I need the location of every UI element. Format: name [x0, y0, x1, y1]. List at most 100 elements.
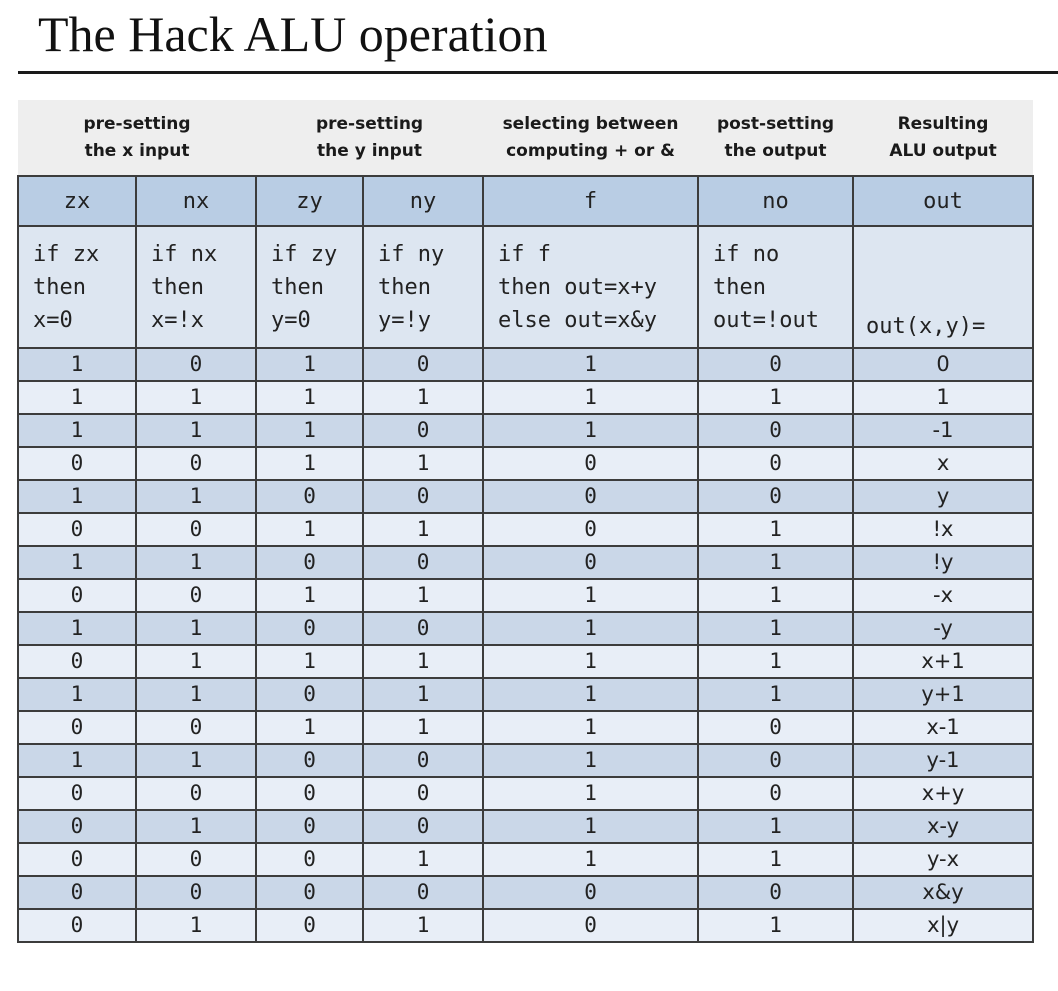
- cell-nx: 0: [134, 710, 258, 745]
- column-header-out: out: [852, 175, 1035, 227]
- cell-ny: 0: [362, 743, 485, 778]
- cell-no: 1: [697, 677, 855, 712]
- cell-zx: 0: [17, 512, 137, 547]
- cell-nx: 1: [134, 479, 258, 514]
- cell-no: 0: [697, 776, 855, 811]
- cell-out: -x: [852, 578, 1035, 613]
- cell-zx: 1: [17, 677, 137, 712]
- cell-zy: 0: [255, 611, 365, 646]
- column-header-ny: ny: [362, 175, 485, 227]
- cell-f: 1: [482, 677, 700, 712]
- cell-no: 1: [697, 611, 855, 646]
- cell-f: 0: [482, 908, 700, 943]
- cell-ny: 1: [362, 677, 485, 712]
- cell-ny: 0: [362, 776, 485, 811]
- cell-zx: 1: [17, 479, 137, 514]
- cell-ny: 0: [362, 809, 485, 844]
- cell-nx: 1: [134, 413, 258, 448]
- cell-f: 0: [482, 512, 700, 547]
- cell-zx: 1: [17, 545, 137, 580]
- cell-zx: 0: [17, 776, 137, 811]
- cell-out: y-x: [852, 842, 1035, 877]
- cell-out: !x: [852, 512, 1035, 547]
- cell-nx: 1: [134, 677, 258, 712]
- cell-out: y: [852, 479, 1035, 514]
- cell-zy: 1: [255, 710, 365, 745]
- cell-no: 1: [697, 809, 855, 844]
- cell-ny: 0: [362, 545, 485, 580]
- cell-out: -y: [852, 611, 1035, 646]
- cell-zx: 1: [17, 611, 137, 646]
- cell-zy: 1: [255, 446, 365, 481]
- cell-no: 1: [697, 380, 855, 415]
- cell-no: 1: [697, 578, 855, 613]
- cell-f: 1: [482, 710, 700, 745]
- cell-zy: 0: [255, 743, 365, 778]
- cell-nx: 0: [134, 446, 258, 481]
- cell-ny: 0: [362, 347, 485, 382]
- cell-zy: 0: [255, 809, 365, 844]
- cell-zy: 0: [255, 479, 365, 514]
- cell-no: 1: [697, 512, 855, 547]
- cell-ny: 1: [362, 644, 485, 679]
- cell-out: 1: [852, 380, 1035, 415]
- cell-zx: 1: [17, 743, 137, 778]
- cell-zx: 0: [17, 842, 137, 877]
- cell-nx: 0: [134, 512, 258, 547]
- cell-out: y-1: [852, 743, 1035, 778]
- cell-zx: 0: [17, 875, 137, 910]
- cell-no: 0: [697, 446, 855, 481]
- cell-no: 1: [697, 842, 855, 877]
- cell-zy: 0: [255, 875, 365, 910]
- title-divider: [18, 71, 1058, 74]
- column-header-zy: zy: [255, 175, 365, 227]
- cell-zx: 1: [17, 347, 137, 382]
- cell-no: 0: [697, 479, 855, 514]
- cell-nx: 1: [134, 743, 258, 778]
- cell-ny: 1: [362, 908, 485, 943]
- cell-nx: 0: [134, 776, 258, 811]
- page-title: The Hack ALU operation: [38, 6, 548, 62]
- cell-f: 1: [482, 809, 700, 844]
- cell-nx: 1: [134, 644, 258, 679]
- cell-nx: 1: [134, 908, 258, 943]
- cell-nx: 1: [134, 809, 258, 844]
- cell-zx: 0: [17, 809, 137, 844]
- cell-out: x: [852, 446, 1035, 481]
- cell-zy: 0: [255, 776, 365, 811]
- cell-zy: 0: [255, 677, 365, 712]
- cell-out: x-1: [852, 710, 1035, 745]
- column-header-nx: nx: [134, 175, 258, 227]
- cell-no: 0: [697, 413, 855, 448]
- cell-zy: 1: [255, 644, 365, 679]
- cell-f: 1: [482, 776, 700, 811]
- cell-out: x|y: [852, 908, 1035, 943]
- cell-out: x&y: [852, 875, 1035, 910]
- cell-nx: 1: [134, 380, 258, 415]
- cell-no: 0: [697, 710, 855, 745]
